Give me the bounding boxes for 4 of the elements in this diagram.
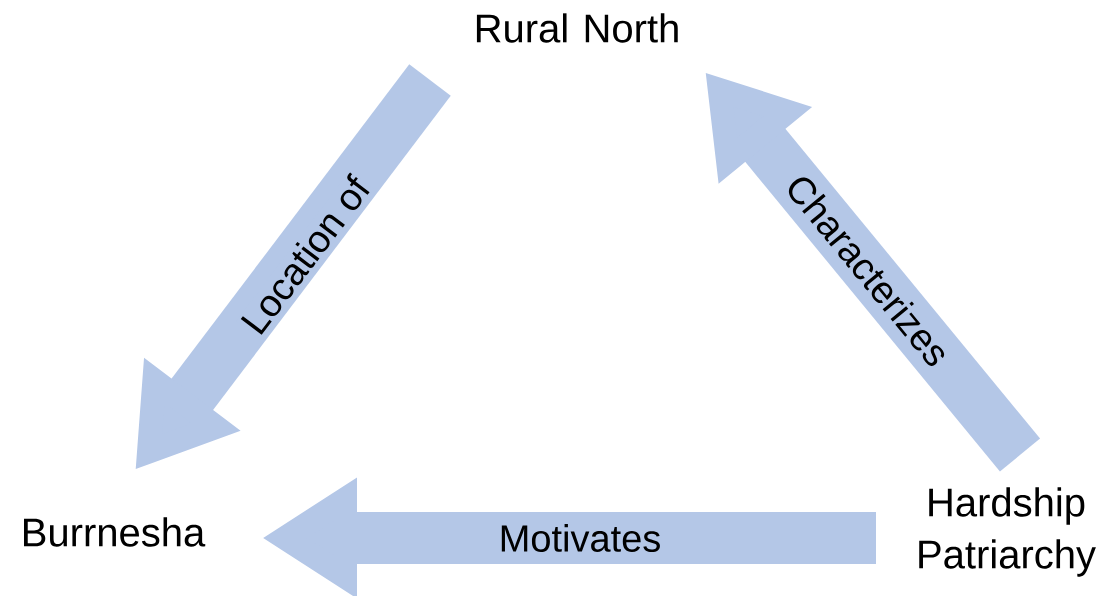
node-text: Burrnesha [24,517,206,547]
edge-label: Motivates [497,523,663,553]
node-text: Hardship Patriarchy [919,487,1096,577]
node-text: Rural North [476,13,678,43]
